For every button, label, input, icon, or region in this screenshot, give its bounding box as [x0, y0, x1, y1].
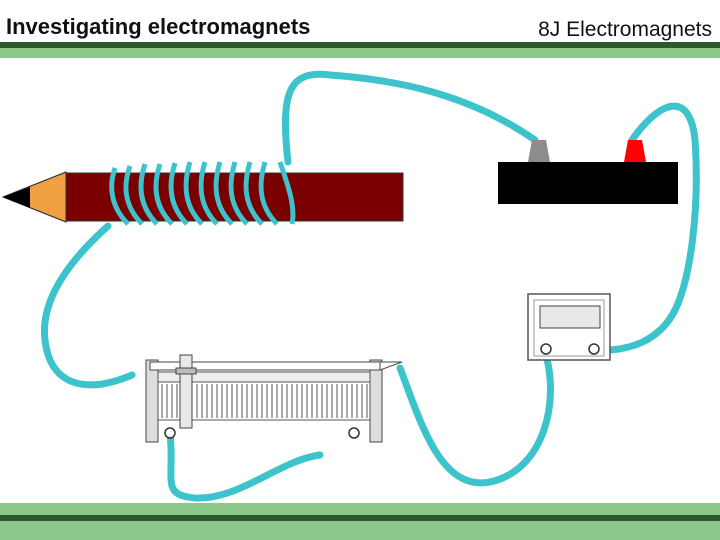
- rheostat-slider: [179, 354, 193, 429]
- positive-terminal: [624, 140, 646, 162]
- footer-stripe-light: [0, 503, 720, 515]
- coil: [109, 161, 296, 226]
- negative-terminal: [528, 140, 550, 162]
- rheostat-terminal-left: [164, 427, 176, 439]
- slide-title: Investigating electromagnets: [6, 14, 311, 39]
- ammeter-terminal-right: [588, 343, 600, 355]
- footer-stripe-light-bottom: [0, 521, 720, 540]
- wire-coil-to-rheostat: [40, 222, 136, 389]
- wire-power-supply-to-ammeter: [591, 102, 700, 354]
- wire-rheostat-to-footer: [166, 429, 324, 502]
- rheostat-terminal-right: [348, 427, 360, 439]
- wire-ammeter-to-rheostat: [396, 348, 554, 487]
- ammeter-display: [539, 305, 601, 329]
- wire-coil-to-power-supply: [282, 70, 539, 166]
- footer-stripe-dark: [0, 515, 720, 521]
- header-bar: Investigating electromagnets 8J Electrom…: [0, 0, 720, 58]
- wires: [40, 70, 700, 502]
- header-stripe-light: [0, 48, 720, 58]
- ammeter-terminal-left: [540, 343, 552, 355]
- header-stripe-dark: [0, 42, 720, 48]
- unit-title: 8J Electromagnets: [538, 18, 712, 41]
- rheostat: [145, 354, 403, 443]
- power-supply: [498, 140, 678, 204]
- pencil-tip: [1, 171, 67, 223]
- ammeter: [527, 293, 611, 361]
